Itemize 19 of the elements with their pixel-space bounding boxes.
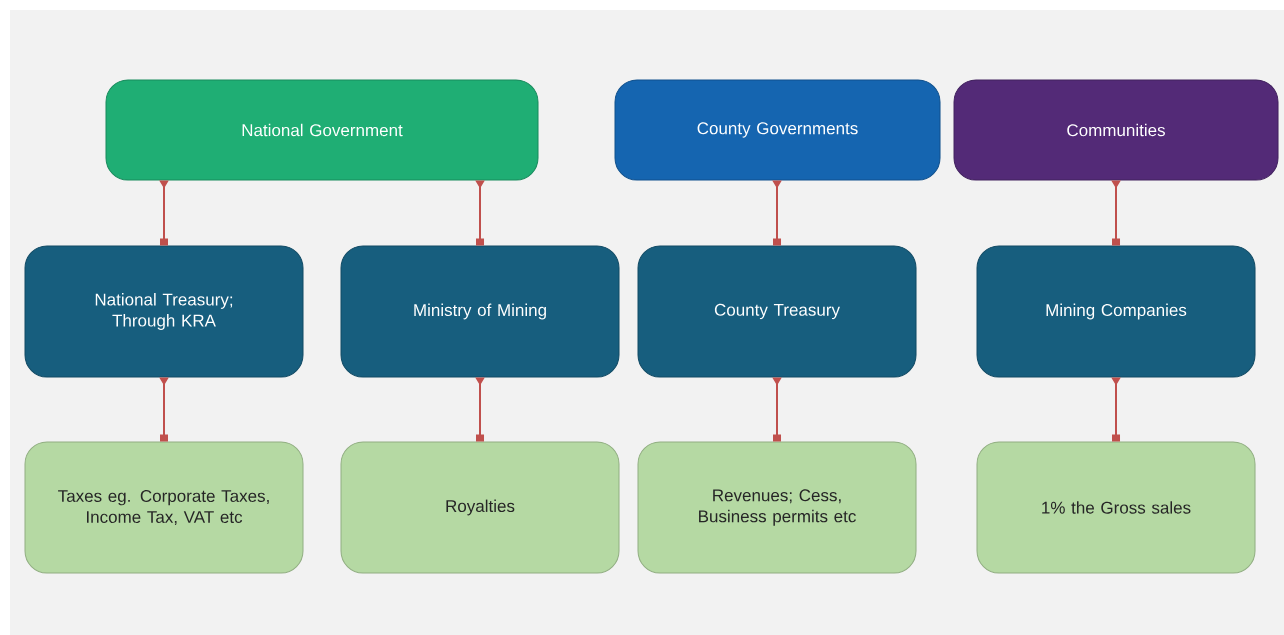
revenue-box: Revenues; Cess, Business permits etc: [637, 441, 917, 574]
agency-box: Mining Companies: [976, 245, 1256, 378]
connector: [772, 377, 782, 442]
revenue-box: Taxes eg. Corporate Taxes, Income Tax, VAT etc: [24, 441, 304, 574]
agency-box: National Treasury; Through KRA: [24, 245, 304, 378]
connector: [475, 377, 485, 442]
agency-box: Ministry of Mining: [340, 245, 620, 378]
connector: [1111, 180, 1121, 246]
connector: [475, 180, 485, 246]
revenue-box: Royalties: [340, 441, 620, 574]
connector: [1111, 377, 1121, 442]
connector: [159, 377, 169, 442]
group-box: County Governments: [614, 79, 941, 181]
group-box: Communities: [953, 79, 1279, 181]
group-box: National Government: [105, 79, 539, 181]
revenue-box: 1% the Gross sales: [976, 441, 1256, 574]
connector: [772, 180, 782, 246]
agency-box: County Treasury: [637, 245, 917, 378]
connector: [159, 180, 169, 246]
